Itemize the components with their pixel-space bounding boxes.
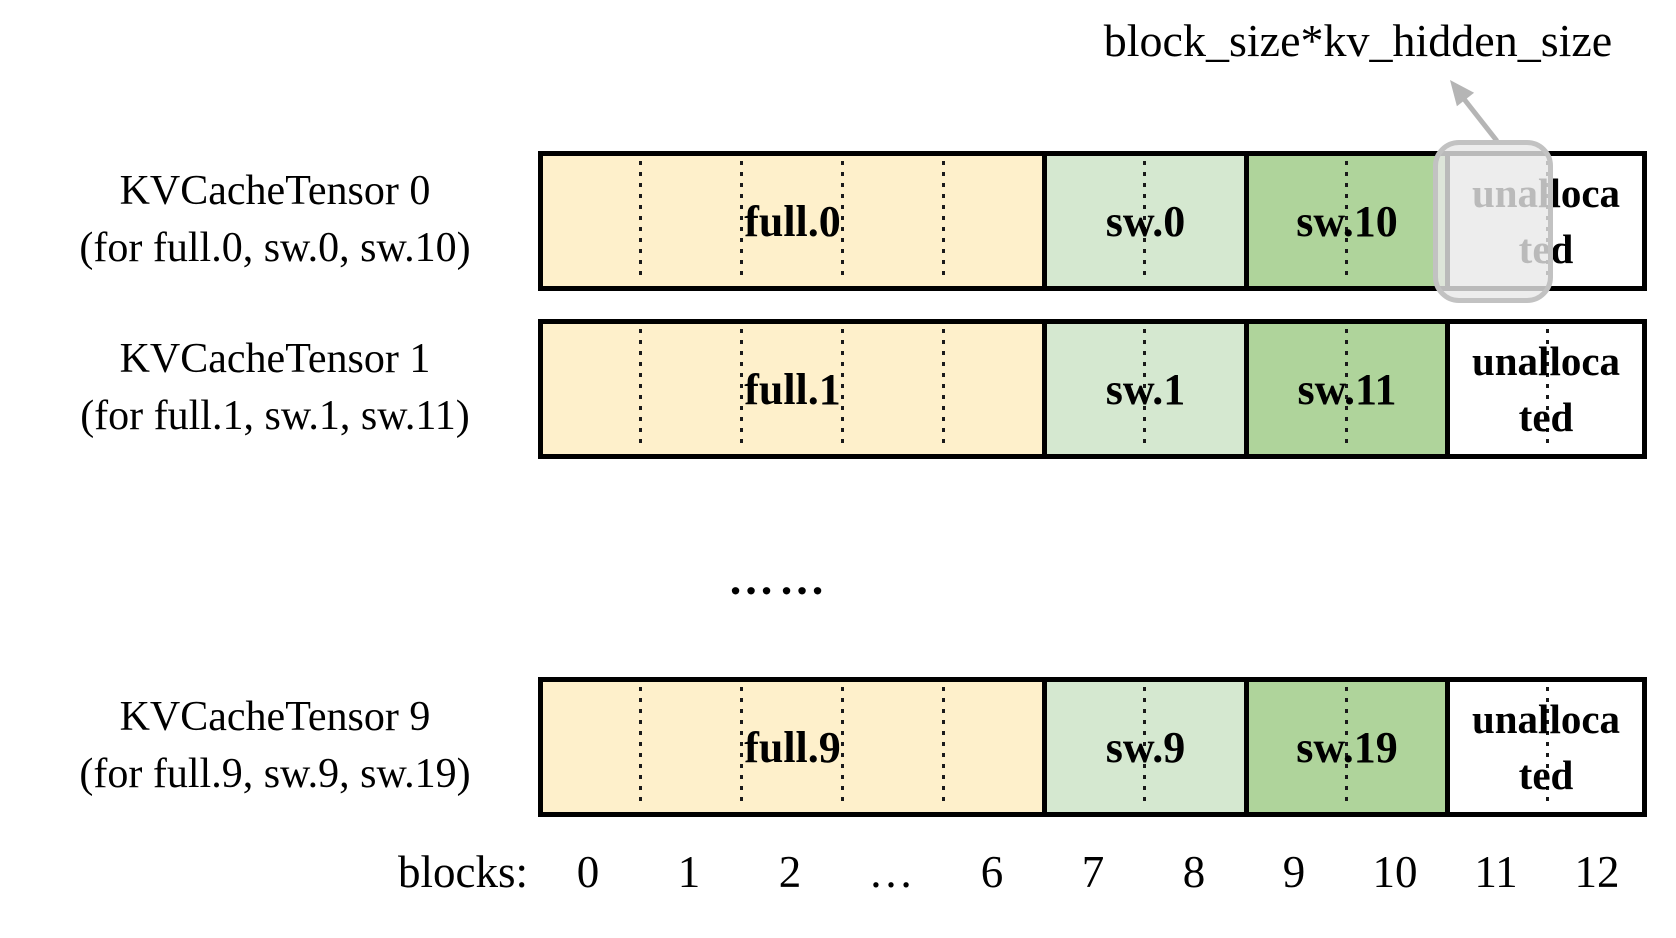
axis-tick: 1 bbox=[677, 847, 701, 897]
tensor-1-full-segment: full.1 bbox=[543, 324, 1042, 454]
block-divider bbox=[639, 161, 642, 281]
block-divider bbox=[639, 687, 642, 807]
tensor-1-sw2-label: sw.11 bbox=[1297, 364, 1397, 414]
tensor-0-label: KVCacheTensor 0 (for full.0, sw.0, sw.10… bbox=[20, 163, 530, 277]
block-divider bbox=[1345, 329, 1348, 449]
tensor-1-label: KVCacheTensor 1 (for full.1, sw.1, sw.11… bbox=[20, 331, 530, 445]
tensor-0-sw-segment: sw.0 bbox=[1042, 156, 1244, 286]
tensor-0-full-label: full.0 bbox=[744, 196, 841, 246]
tensor-9-full-label: full.9 bbox=[744, 722, 841, 772]
tensor-0-sw-label: sw.0 bbox=[1105, 196, 1186, 246]
block-divider bbox=[1345, 687, 1348, 807]
block-divider bbox=[1546, 687, 1549, 807]
tensor-0-sw2-segment: sw.10 bbox=[1244, 156, 1445, 286]
tensor-1-sw-segment: sw.1 bbox=[1042, 324, 1244, 454]
tensor-1-bar: full.1 sw.1 sw.11 unalloca ted bbox=[538, 319, 1647, 459]
tensor-9-sw-label: sw.9 bbox=[1105, 722, 1186, 772]
block-divider bbox=[841, 329, 844, 449]
axis-tick: 11 bbox=[1474, 847, 1518, 897]
axis-tick: 9 bbox=[1282, 847, 1306, 897]
tensor-1-sw-label: sw.1 bbox=[1105, 364, 1186, 414]
block-divider bbox=[740, 329, 743, 449]
tensor-9-unallocated-segment: unalloca ted bbox=[1445, 682, 1642, 812]
tensor-1-unallocated-segment: unalloca ted bbox=[1445, 324, 1642, 454]
tensor-9-unallocated-label: unalloca ted bbox=[1471, 696, 1621, 798]
block-divider bbox=[1345, 161, 1348, 281]
axis-tick: 0 bbox=[576, 847, 600, 897]
axis-tick: 12 bbox=[1574, 847, 1620, 897]
blocks-axis-label: blocks: bbox=[398, 847, 528, 897]
tensor-0-title: KVCacheTensor 0 bbox=[119, 168, 431, 214]
tensor-9-subtitle: (for full.9, sw.9, sw.19) bbox=[79, 751, 471, 797]
axis-tick: 6 bbox=[980, 847, 1004, 897]
block-divider bbox=[942, 161, 945, 281]
block-size-annotation: block_size*kv_hidden_size bbox=[1103, 15, 1613, 66]
axis-tick: 2 bbox=[778, 847, 802, 897]
tensor-9-sw2-segment: sw.19 bbox=[1244, 682, 1445, 812]
tensor-9-sw2-label: sw.19 bbox=[1296, 722, 1398, 772]
block-divider bbox=[740, 161, 743, 281]
block-divider bbox=[841, 161, 844, 281]
tensor-0-subtitle: (for full.0, sw.0, sw.10) bbox=[79, 225, 471, 271]
tensor-1-full-label: full.1 bbox=[744, 364, 841, 414]
axis-tick: 8 bbox=[1182, 847, 1206, 897]
annotation-arrow-icon bbox=[1450, 80, 1499, 143]
block-divider bbox=[1546, 329, 1549, 449]
tensor-1-title: KVCacheTensor 1 bbox=[119, 336, 431, 382]
tensor-9-title: KVCacheTensor 9 bbox=[119, 694, 431, 740]
axis-tick: 10 bbox=[1372, 847, 1418, 897]
block-size-highlight-box bbox=[1433, 140, 1553, 303]
block-divider bbox=[1143, 687, 1146, 807]
block-divider bbox=[639, 329, 642, 449]
axis-tick: 7 bbox=[1081, 847, 1105, 897]
tensor-9-sw-segment: sw.9 bbox=[1042, 682, 1244, 812]
block-divider bbox=[942, 687, 945, 807]
block-divider bbox=[1143, 329, 1146, 449]
tensor-1-subtitle: (for full.1, sw.1, sw.11) bbox=[80, 393, 470, 439]
block-divider bbox=[942, 329, 945, 449]
tensor-1-unallocated-label: unalloca ted bbox=[1471, 338, 1621, 440]
axis-tick: … bbox=[868, 847, 914, 897]
block-divider bbox=[740, 687, 743, 807]
block-divider bbox=[841, 687, 844, 807]
tensor-1-sw2-segment: sw.11 bbox=[1244, 324, 1445, 454]
block-divider bbox=[1143, 161, 1146, 281]
tensor-0-full-segment: full.0 bbox=[543, 156, 1042, 286]
rows-ellipsis: …… bbox=[728, 553, 830, 604]
tensor-0-sw2-label: sw.10 bbox=[1296, 196, 1398, 246]
tensor-9-full-segment: full.9 bbox=[543, 682, 1042, 812]
tensor-9-label: KVCacheTensor 9 (for full.9, sw.9, sw.19… bbox=[20, 689, 530, 803]
tensor-9-bar: full.9 sw.9 sw.19 unalloca ted bbox=[538, 677, 1647, 817]
